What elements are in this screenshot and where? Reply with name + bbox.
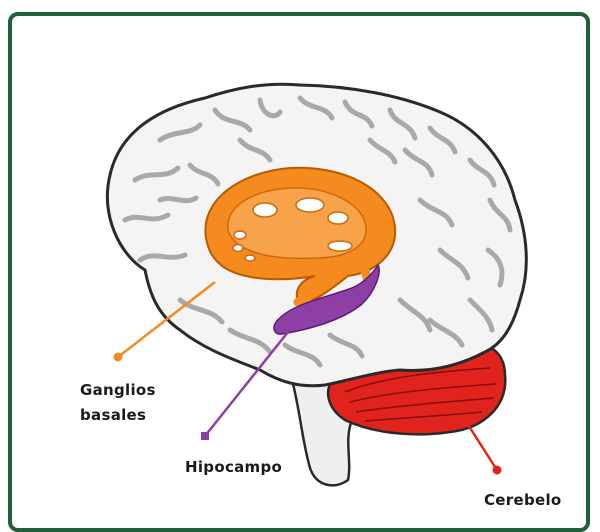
cerebellum-dot	[493, 466, 502, 475]
hippocampus-dot	[201, 432, 209, 440]
label-cerebellum: Cerebelo	[484, 491, 562, 509]
label-hippocampus: Hipocampo	[185, 458, 282, 476]
cerebellum-leader	[465, 420, 497, 470]
label-basal-ganglia-line2: basales	[80, 406, 146, 424]
label-basal-ganglia-line1: Ganglios	[80, 381, 156, 399]
basal-ganglia-dot	[114, 353, 123, 362]
